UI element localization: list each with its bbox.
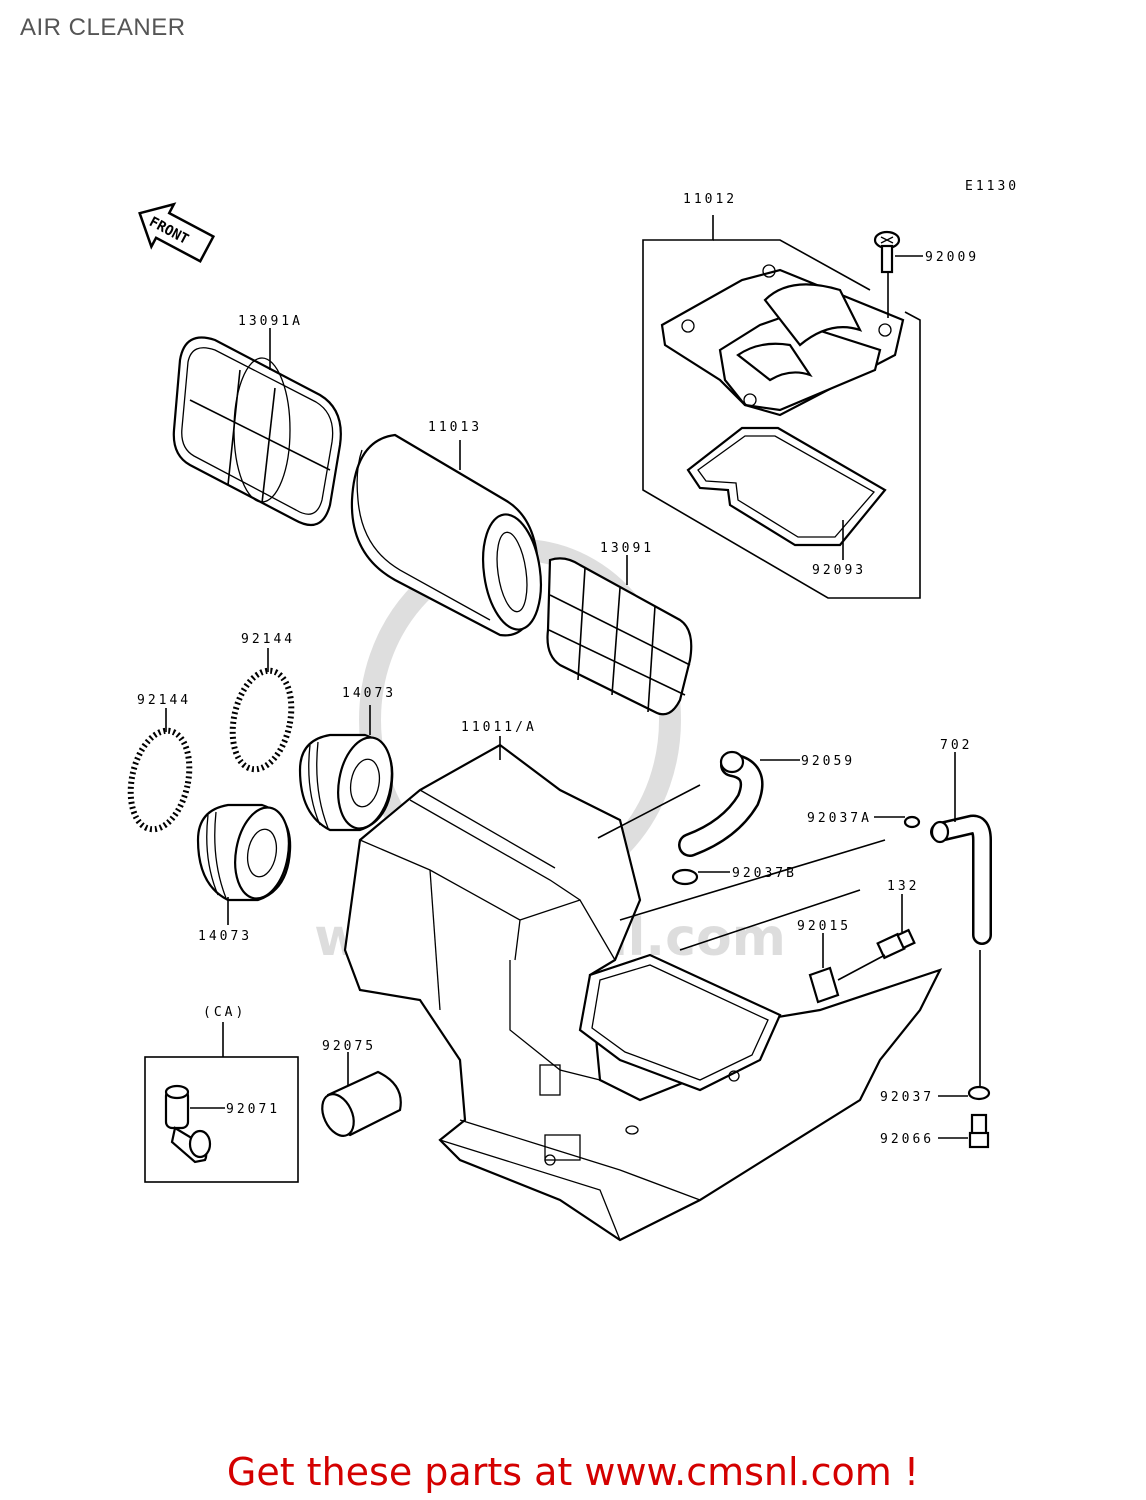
label-92066: 92066 (880, 1132, 934, 1147)
part-11012-cover-assembly[interactable] (642, 215, 921, 599)
label-92037: 92037 (880, 1090, 934, 1105)
label-92009: 92009 (925, 250, 979, 265)
part-13091A-filter-frame[interactable] (172, 336, 342, 527)
front-arrow-icon: FRONT (138, 202, 216, 263)
label-92059: 92059 (801, 754, 855, 769)
label-92015: 92015 (797, 919, 851, 934)
label-92037A: 92037A (807, 811, 872, 826)
part-92059-hose[interactable] (678, 750, 764, 857)
part-92071-fitting[interactable] (164, 1084, 212, 1164)
label-92075: 92075 (322, 1039, 376, 1054)
part-11013-air-filter-element[interactable] (350, 433, 548, 637)
part-11011A-air-cleaner-housing[interactable] (343, 743, 943, 1242)
ref-code: E1130 (965, 179, 1019, 194)
label-13091: 13091 (600, 541, 654, 556)
part-92144-clamp-upper[interactable] (224, 665, 300, 774)
label-CA: (CA) (203, 1005, 246, 1020)
footer-link[interactable]: Get these parts at www.cmsnl.com ! (226, 1450, 920, 1494)
part-92009-screw[interactable] (873, 230, 923, 318)
page-title: AIR CLEANER (20, 14, 186, 41)
label-11013: 11013 (428, 420, 482, 435)
part-14073-duct-lower[interactable] (196, 803, 296, 903)
label-14073-upper: 14073 (342, 686, 396, 701)
part-702-breather-tube[interactable] (930, 814, 992, 945)
label-92037B: 92037B (732, 866, 797, 881)
label-13091A: 13091A (238, 314, 303, 329)
label-92093: 92093 (812, 563, 866, 578)
label-14073-lower: 14073 (198, 929, 252, 944)
part-92144-clamp-lower[interactable] (122, 725, 198, 834)
label-92144-lower: 92144 (137, 693, 191, 708)
part-92015-clamp[interactable] (808, 966, 840, 1004)
label-702: 702 (940, 738, 972, 753)
part-14073-duct-upper[interactable] (298, 733, 399, 833)
label-11011A: 11011/A (461, 720, 537, 735)
label-132: 132 (887, 879, 919, 894)
label-92071: 92071 (226, 1102, 280, 1117)
label-92144-upper: 92144 (241, 632, 295, 647)
part-92037B-clip[interactable] (671, 868, 699, 886)
label-11012: 11012 (683, 192, 737, 207)
inset-box-ca (144, 1056, 299, 1183)
parts-diagram: www.cmsnl.com E1130 FRONT 11012 92009 92… (122, 179, 1019, 1242)
part-13091-filter-cage[interactable] (546, 557, 693, 716)
part-92075-sleeve[interactable] (316, 1070, 402, 1141)
part-92037A-clip[interactable] (903, 815, 921, 829)
part-132-bolt[interactable] (876, 928, 916, 960)
part-92066-plug[interactable] (968, 1113, 990, 1149)
part-92037-clip[interactable] (967, 1085, 991, 1101)
